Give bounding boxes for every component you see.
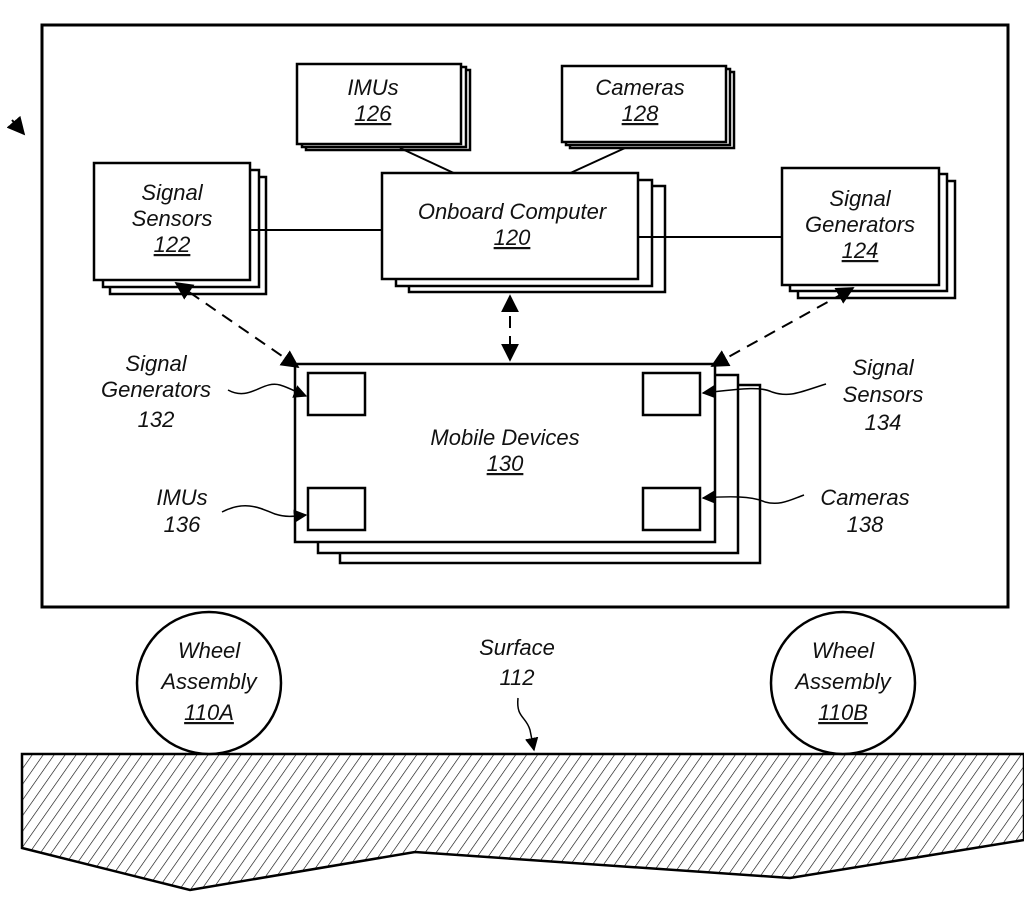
label-134-line2: Sensors [843, 382, 924, 407]
imus-126-ref: 126 [355, 101, 392, 126]
imus-126-name: IMUs [347, 75, 398, 100]
leader-138 [701, 490, 805, 505]
signal-124-134-link-arrow [710, 287, 855, 367]
mobile-devices-name: Mobile Devices [430, 425, 579, 450]
cameras-128-block: Cameras 128 [560, 64, 736, 150]
label-signal-generators-132: Signal Generators 132 [101, 351, 211, 432]
mobile-camera-unit [641, 486, 702, 532]
leader-132 [227, 383, 308, 398]
signal-sensors-122-line2: Sensors [132, 206, 213, 231]
label-132-line1: Signal [125, 351, 187, 376]
label-134-line1: Signal [852, 355, 914, 380]
signal-sensors-122-block: Signal Sensors 122 [92, 161, 268, 296]
cameras-computer-connector [565, 147, 626, 176]
wheel-110b-line1: Wheel [812, 638, 875, 663]
mobile-devices-130-block: Mobile Devices 130 [293, 362, 762, 565]
label-surface-112: Surface 112 [479, 635, 555, 752]
wheel-110b-line2: Assembly [793, 669, 892, 694]
signal-generators-124-line1: Signal [829, 186, 891, 211]
figure-pointer-arrow-icon [6, 115, 26, 136]
leader-136 [221, 505, 308, 523]
mobile-devices-ref: 130 [487, 451, 524, 476]
surface-leader-arrow [517, 697, 539, 752]
wheel-110b-ref: 110B [818, 700, 868, 725]
wheel-110a-ref: 110A [184, 700, 234, 725]
label-cameras-138: Cameras 138 [820, 485, 909, 537]
label-imus-136: IMUs 136 [156, 485, 207, 537]
label-138-ref: 138 [847, 512, 884, 537]
label-132-line2: Generators [101, 377, 211, 402]
surface-name: Surface [479, 635, 555, 660]
imus-126-block: IMUs 126 [295, 62, 472, 152]
mobile-signal-generator-unit [306, 371, 367, 417]
onboard-computer-name: Onboard Computer [418, 199, 608, 224]
wheel-110a-line1: Wheel [178, 638, 241, 663]
label-136-line1: IMUs [156, 485, 207, 510]
signal-sensors-122-line1: Signal [141, 180, 203, 205]
wheel-assembly-110a: Wheel Assembly 110A [135, 610, 283, 756]
imus-computer-connector [399, 147, 459, 176]
mobile-signal-sensor-unit [641, 371, 702, 417]
wheel-110a-line2: Assembly [159, 669, 258, 694]
signal-sensors-122-ref: 122 [154, 232, 191, 257]
onboard-computer-ref: 120 [494, 225, 531, 250]
label-signal-sensors-134: Signal Sensors 134 [843, 355, 924, 435]
signal-122-132-link-arrow [174, 281, 300, 369]
onboard-computer-120-block: Onboard Computer 120 [380, 171, 667, 294]
label-132-ref: 132 [138, 407, 175, 432]
signal-generators-124-line2: Generators [805, 212, 915, 237]
signal-generators-124-ref: 124 [842, 238, 879, 263]
signal-generators-124-block: Signal Generators 124 [780, 166, 957, 300]
label-136-ref: 136 [164, 512, 201, 537]
label-134-ref: 134 [865, 410, 902, 435]
surface-ground [20, 752, 1024, 892]
cameras-128-ref: 128 [622, 101, 659, 126]
wheel-assembly-110b: Wheel Assembly 110B [769, 610, 917, 756]
leader-134 [701, 383, 827, 399]
mobile-imu-unit [306, 486, 367, 532]
cameras-128-name: Cameras [595, 75, 684, 100]
surface-ref: 112 [499, 665, 534, 690]
label-138-line1: Cameras [820, 485, 909, 510]
